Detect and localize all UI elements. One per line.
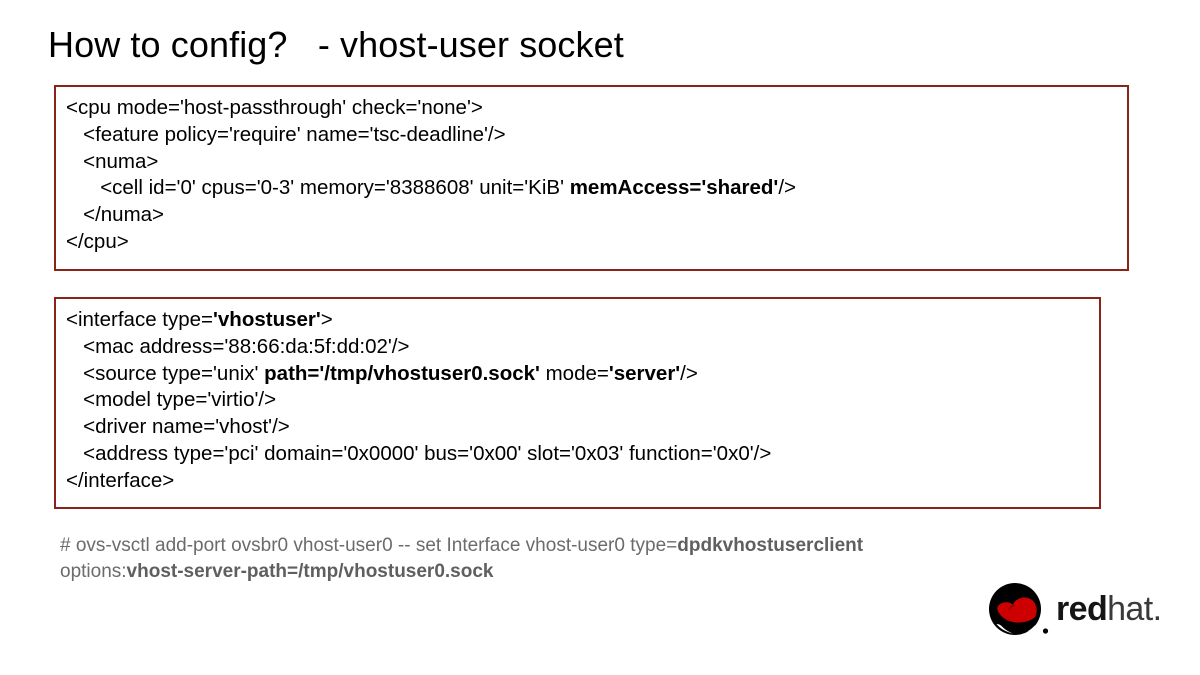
code-text: <cell id='0' cpus='0-3' memory='8388608'… (100, 176, 570, 200)
code-text: <feature policy='require' name='tsc-dead… (83, 122, 506, 146)
code-line: <feature policy='require' name='tsc-dead… (66, 122, 796, 149)
code-emphasis: memAccess='shared' (569, 176, 779, 200)
code-emphasis: 'server' (608, 361, 681, 385)
code-text: </numa> (83, 203, 165, 227)
code-emphasis: 'vhostuser' (213, 308, 321, 331)
code-line: </cpu> (66, 229, 796, 256)
code-line: <interface type='vhostuser'> (66, 307, 771, 334)
code-line: <mac address='88:66:da:5f:dd:02'/> (66, 334, 771, 361)
code-text: <model type='virtio'/> (83, 388, 277, 412)
code-text: mode= (539, 361, 609, 385)
code-line: <numa> (66, 149, 796, 176)
code-block-cpu: <cpu mode='host-passthrough' check='none… (54, 85, 1129, 271)
shadowman-icon (989, 583, 1049, 635)
command-line: options:vhost-server-path=/tmp/vhostuser… (60, 559, 863, 585)
command-emphasis: vhost-server-path=/tmp/vhostuser0.sock (126, 561, 494, 582)
code-line: <driver name='vhost'/> (66, 414, 771, 441)
code-text: <address type='pci' domain='0x0000' bus=… (83, 441, 772, 465)
command-emphasis: dpdkvhostuserclient (677, 535, 864, 556)
ovs-vsctl-command: # ovs-vsctl add-port ovsbr0 vhost-user0 … (60, 533, 863, 585)
code-text: <cpu mode='host-passthrough' check='none… (66, 96, 483, 119)
command-text: options: (60, 561, 127, 582)
code-block-cpu-lines: <cpu mode='host-passthrough' check='none… (66, 95, 796, 256)
code-text: <source type='unix' (83, 361, 265, 385)
code-line: <model type='virtio'/> (66, 387, 771, 414)
code-block-interface: <interface type='vhostuser'> <mac addres… (54, 297, 1101, 509)
command-line: # ovs-vsctl add-port ovsbr0 vhost-user0 … (60, 533, 863, 559)
code-text: /> (680, 361, 698, 385)
wordmark-dot: . (1152, 590, 1162, 628)
code-text: <mac address='88:66:da:5f:dd:02'/> (83, 334, 410, 358)
code-line: <address type='pci' domain='0x0000' bus=… (66, 441, 771, 468)
code-emphasis: path='/tmp/vhostuser0.sock' (264, 361, 540, 385)
code-text: > (320, 308, 333, 331)
code-line: <source type='unix' path='/tmp/vhostuser… (66, 361, 771, 388)
code-line: <cell id='0' cpus='0-3' memory='8388608'… (66, 175, 796, 202)
redhat-logo: redhat. (982, 583, 1178, 645)
command-text: # ovs-vsctl add-port ovsbr0 vhost-user0 … (60, 535, 678, 556)
code-line: </interface> (66, 468, 771, 495)
wordmark-hat: hat (1107, 590, 1153, 628)
code-line: </numa> (66, 202, 796, 229)
code-block-interface-lines: <interface type='vhostuser'> <mac addres… (66, 307, 771, 495)
redhat-wordmark: redhat. (1056, 589, 1162, 629)
code-text: /> (778, 176, 796, 200)
code-text: <numa> (83, 149, 159, 173)
wordmark-red: red (1056, 590, 1108, 628)
code-text: </cpu> (66, 229, 129, 253)
code-text: </interface> (66, 468, 175, 492)
page-title: How to config? - vhost-user socket (48, 24, 624, 65)
code-line: <cpu mode='host-passthrough' check='none… (66, 95, 796, 122)
code-text: <driver name='vhost'/> (83, 415, 290, 439)
code-text: <interface type= (66, 308, 214, 331)
